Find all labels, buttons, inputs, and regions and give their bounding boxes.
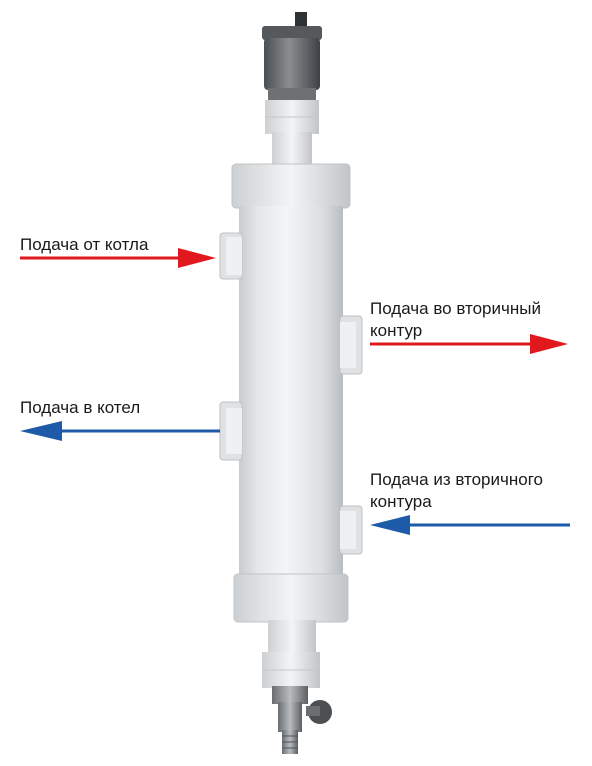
label-supply-from-secondary: Подача из вторичного контура <box>370 470 543 511</box>
arrow-supply-from-boiler <box>20 248 216 268</box>
separator-body <box>239 206 343 578</box>
arrow-supply-to-boiler <box>20 421 220 441</box>
arrow-supply-from-secondary <box>370 515 570 535</box>
drain-valve-icon <box>272 686 332 754</box>
top-cap <box>231 163 351 209</box>
nozzle-supply-to-secondary <box>339 315 363 375</box>
nozzle-supply-from-secondary <box>339 505 363 555</box>
label-supply-to-secondary: Подача во вторичный контур <box>370 299 541 340</box>
air-vent-icon <box>262 12 322 102</box>
label-supply-from-boiler: Подача от котла <box>20 235 149 254</box>
arrow-supply-to-secondary <box>370 334 568 354</box>
label-supply-to-boiler: Подача в котел <box>20 398 141 417</box>
bottom-cap <box>233 573 349 623</box>
nozzle-supply-to-boiler <box>219 401 243 461</box>
top-connector <box>265 100 319 166</box>
nozzle-supply-from-boiler <box>219 232 243 280</box>
bottom-connector <box>262 620 320 688</box>
